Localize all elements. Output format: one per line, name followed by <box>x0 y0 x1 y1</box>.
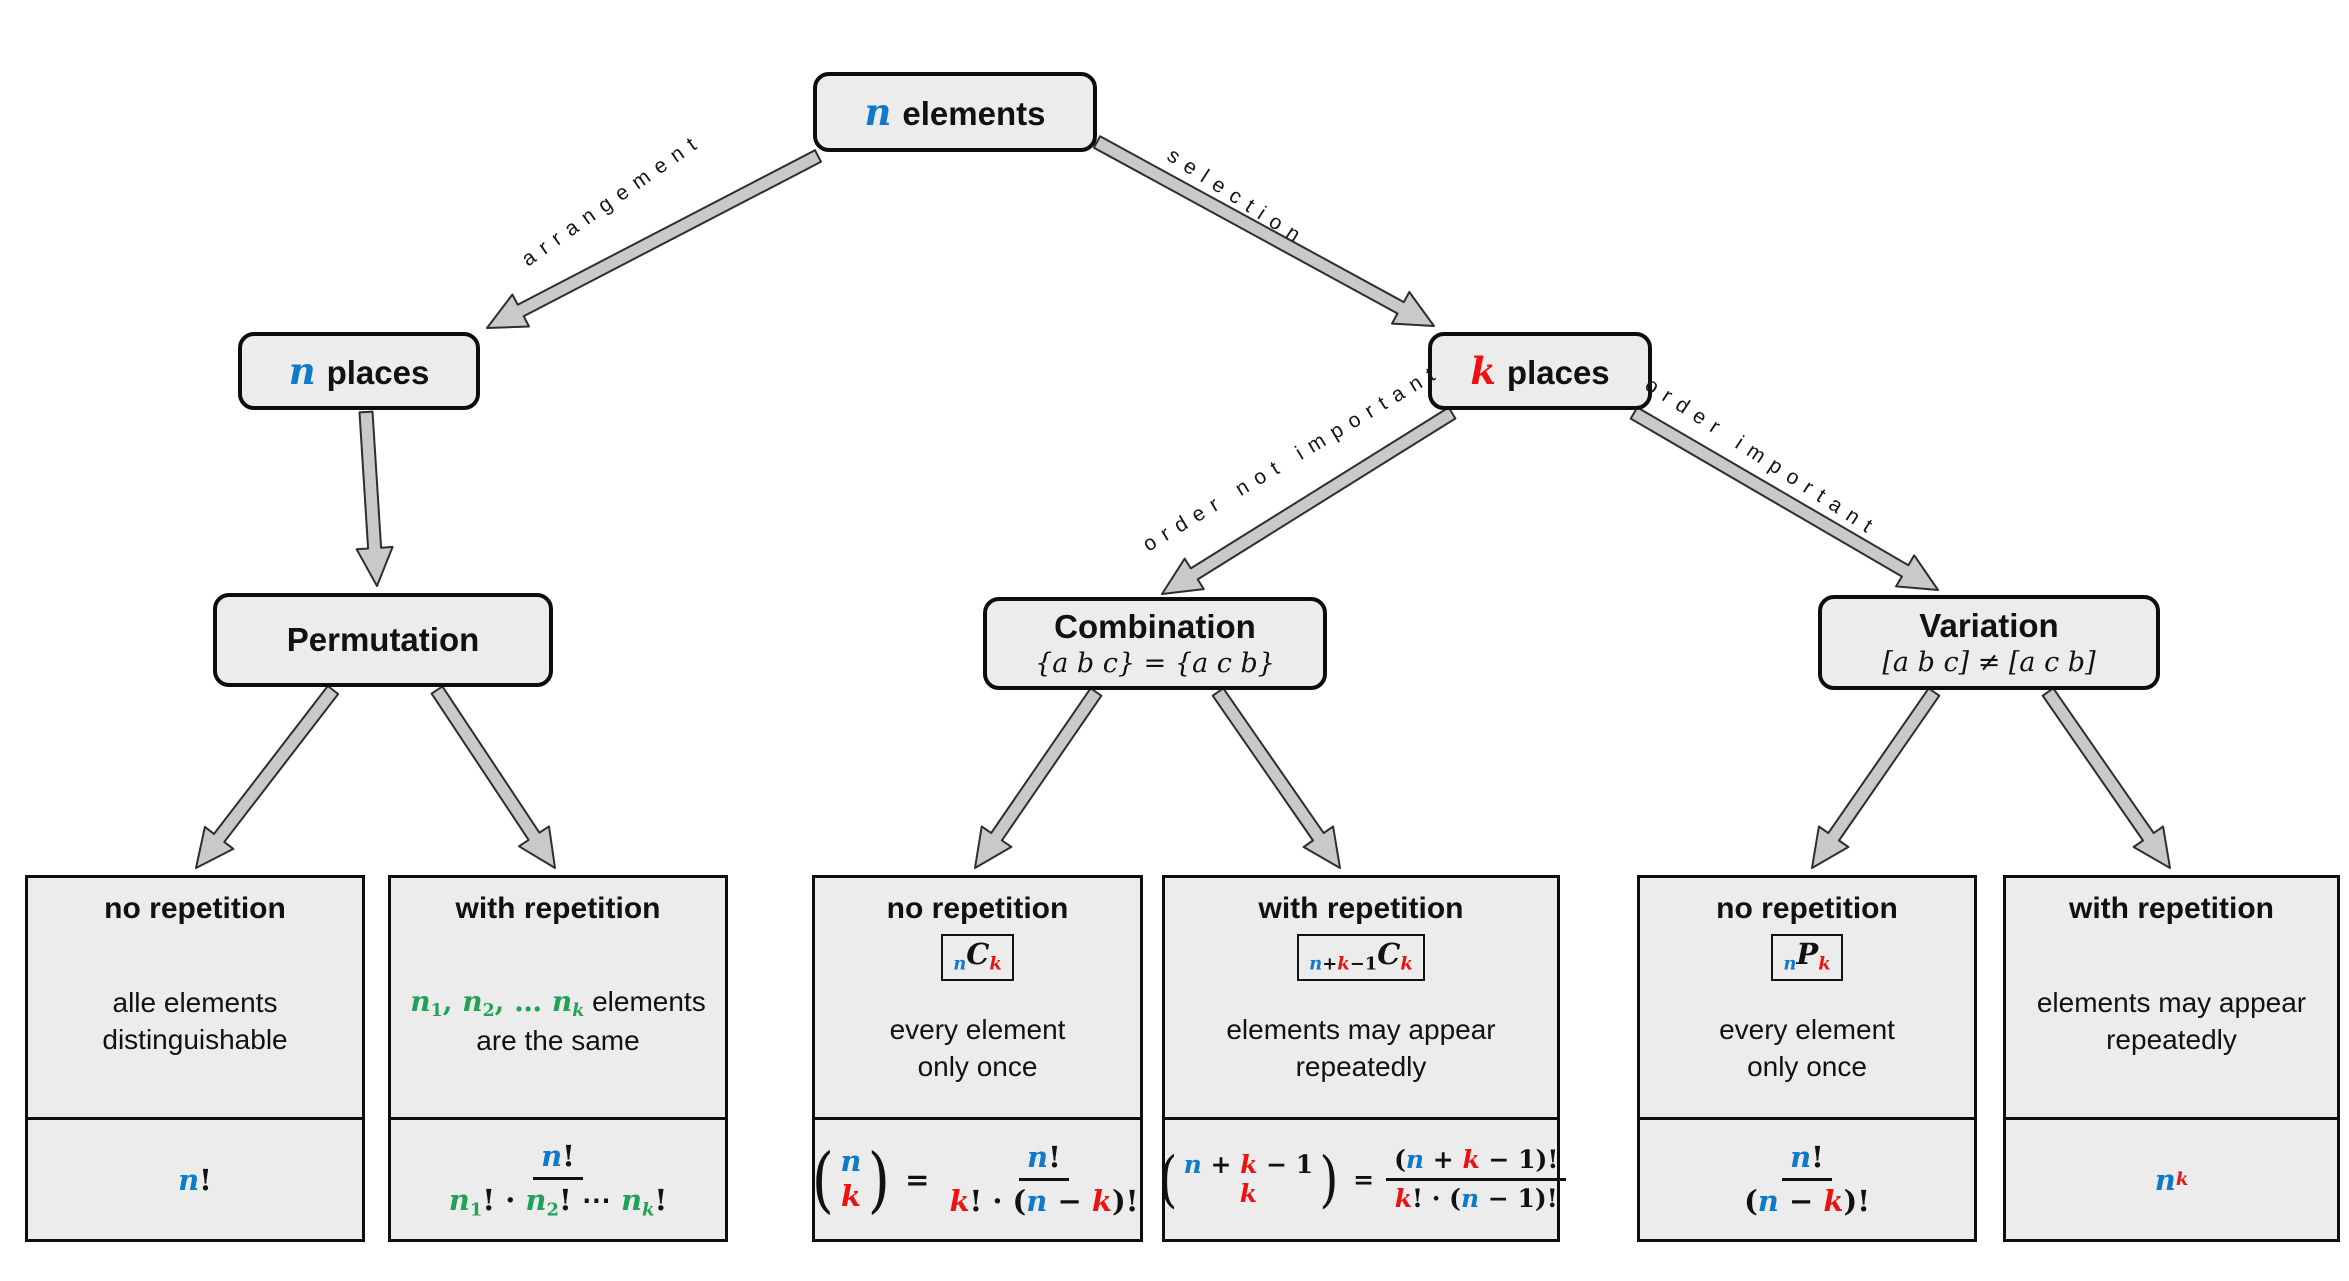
connector-arrow <box>1161 406 1457 595</box>
symbol-n-plus-k-minus-1-Ck: n+k−1Ck <box>1297 934 1425 982</box>
node-variation-subtitle: [a b c] ≠ [a c b] <box>1882 647 2096 678</box>
node-label: elements <box>902 95 1046 132</box>
leaf-header: with repetition <box>2069 892 2274 925</box>
leaf-header: no repetition <box>1716 892 1898 925</box>
leaf-formula-section: n!(n − k)! <box>1640 1117 1974 1239</box>
node-permutation-title: Permutation <box>286 621 480 658</box>
node-variation: Variation [a b c] ≠ [a c b] <box>1818 595 2160 690</box>
leaf-permutation-no-repetition: no repetition alle elements distinguisha… <box>25 875 365 1242</box>
variable-n: n <box>864 90 892 134</box>
leaf-variation-with-repetition: with repetition elements may appear repe… <box>2003 875 2340 1242</box>
formula-multinomial: n!n1! · n2! ⋯ nk! <box>448 1138 668 1221</box>
formula-falling-factorial: n!(n − k)! <box>1744 1139 1870 1219</box>
connector-arrow <box>1211 687 1341 869</box>
node-k-places-title: k places <box>1470 349 1609 393</box>
connector-arrow <box>1629 406 1939 591</box>
connector-arrow <box>1811 687 1941 869</box>
leaf-formula-section: n! <box>28 1117 362 1239</box>
connector-arrow <box>355 410 394 587</box>
leaf-description: alle elements distinguishable <box>102 986 288 1055</box>
connector-arrow <box>430 685 556 869</box>
leaf-combination-no-repetition: no repetition nCk every element only onc… <box>811 875 1143 1242</box>
leaf-header: with repetition <box>455 892 661 925</box>
formula-n-factorial: n! <box>178 1162 212 1197</box>
leaf-formula-section: n!n1! · n2! ⋯ nk! <box>391 1117 725 1239</box>
node-k-places: k places <box>1428 332 1652 410</box>
node-combination-title: Combination <box>1054 608 1256 645</box>
leaf-header: no repetition <box>104 892 286 925</box>
node-n-places-title: n places <box>289 349 430 393</box>
leaf-combination-with-repetition: with repetition n+k−1Ck elements may app… <box>1158 875 1567 1242</box>
leaf-header: no repetition <box>886 892 1069 925</box>
connector-arrow <box>1092 135 1435 327</box>
connector-arrow <box>486 149 822 329</box>
connector-arrow <box>2041 687 2171 869</box>
leaf-description: every element only once <box>1719 1014 1895 1083</box>
node-combination-subtitle: {a b c} = {a c b} <box>1035 648 1275 679</box>
leaf-header: with repetition <box>1258 892 1464 925</box>
node-permutation: Permutation <box>213 593 553 687</box>
leaf-description: elements may appear repeatedly <box>2036 986 2307 1055</box>
node-n-elements-title: n elements <box>865 90 1046 134</box>
leaf-description: n1, n2, … nk elements are the same <box>410 984 706 1056</box>
leaf-permutation-with-repetition: with repetition n1, n2, … nk elements ar… <box>388 875 728 1242</box>
variable-n: n <box>288 349 316 393</box>
symbol-nPk: nPk <box>1771 934 1843 982</box>
variable-k: k <box>1470 349 1496 393</box>
connector-arrow <box>195 685 340 869</box>
leaf-variation-no-repetition: no repetition nPk every element only onc… <box>1637 875 1977 1242</box>
node-n-places: n places <box>238 332 480 410</box>
node-variation-title: Variation <box>1919 607 2059 644</box>
leaf-description: elements may appear repeatedly <box>1226 1014 1496 1083</box>
node-n-elements: n elements <box>813 72 1097 152</box>
node-label: places <box>1506 354 1610 391</box>
node-combination: Combination {a b c} = {a c b} <box>983 597 1327 690</box>
node-label: places <box>326 354 430 391</box>
symbol-nCk: nCk <box>941 934 1014 982</box>
leaf-description: every element only once <box>889 1014 1066 1083</box>
connector-arrow <box>974 687 1103 869</box>
